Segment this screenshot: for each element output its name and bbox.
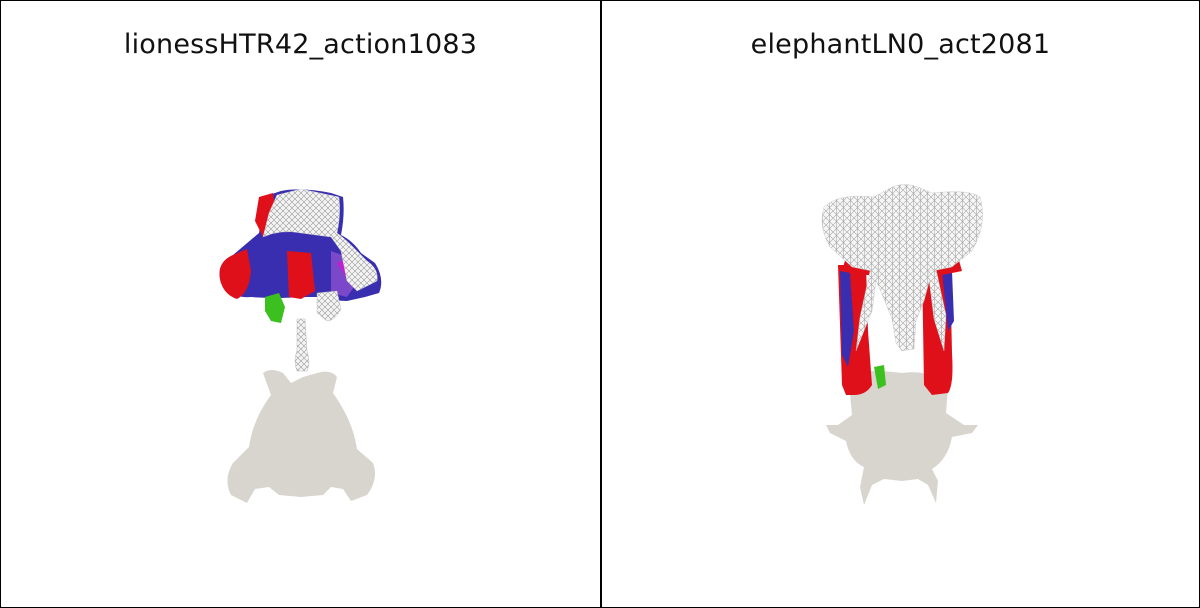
elephant-body	[821, 184, 983, 352]
lioness-shadow	[227, 370, 375, 503]
elephant-shadow	[826, 371, 978, 505]
lioness-leg	[294, 318, 310, 372]
panel-right: elephantLN0_act2081	[600, 1, 1199, 607]
lioness-green-foot	[265, 293, 285, 323]
lioness-render	[219, 188, 382, 503]
elephant-render	[821, 184, 983, 505]
panel-title: elephantLN0_act2081	[750, 29, 1051, 60]
panel-left: lionessHTR42_action1083	[1, 1, 600, 607]
lioness-body	[219, 188, 382, 322]
panel-title: lionessHTR42_action1083	[123, 29, 478, 60]
